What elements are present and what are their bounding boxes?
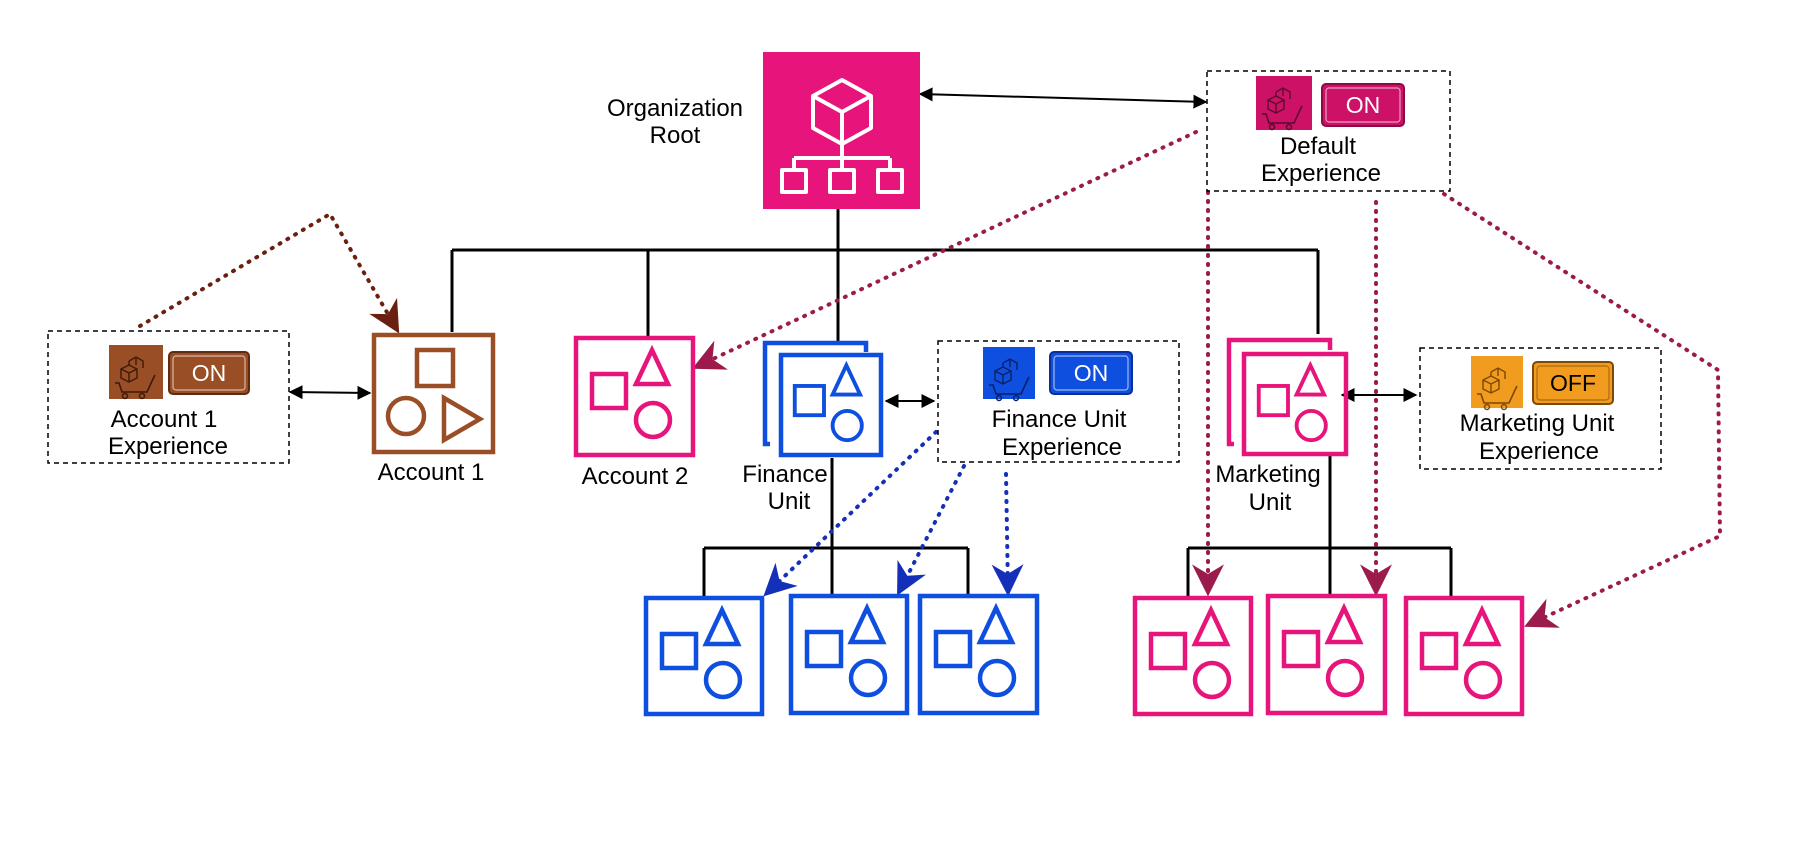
account1-experience-border <box>47 330 290 464</box>
account1-experience-toggle[interactable]: ON <box>168 351 250 395</box>
organizational-unit-stacked-icon <box>792 363 864 443</box>
default-experience-border <box>1206 70 1451 192</box>
account-shapes-icon <box>1422 610 1500 697</box>
marketing-experience-toggle-label: OFF <box>1550 370 1596 396</box>
account-shapes-icon <box>1284 608 1362 695</box>
marketing-unit-back-tile <box>1226 337 1333 447</box>
cart-cubes-icon <box>1256 76 1312 131</box>
finance-to-child2-arrow <box>897 464 966 596</box>
association-arrows <box>288 87 1418 408</box>
marketing-experience-border <box>1419 347 1662 470</box>
account1-experience-label-line2: Experience <box>108 433 228 460</box>
finance-experience-toggle[interactable]: ON <box>1049 351 1133 395</box>
account1-experience-box[interactable]: ON Account 1 Experience <box>47 330 290 464</box>
finance-to-child3-arrow <box>991 472 1024 597</box>
marketing-child-account-2-tile <box>1265 593 1388 716</box>
marketing-unit-label-line1: Marketing <box>1215 461 1320 488</box>
finance-experience-toggle-label: ON <box>1074 360 1109 386</box>
finance-experience-label-line2: Experience <box>1002 434 1122 461</box>
finance-unit-node[interactable]: Finance Unit <box>742 340 884 515</box>
finance-experience-border <box>937 340 1180 463</box>
default-to-account2-arrow <box>692 130 1198 370</box>
account-shapes-icon <box>936 608 1014 695</box>
marketing-child-account-1-tile <box>1132 595 1254 717</box>
cart-cubes-icon <box>983 347 1035 402</box>
tree-connectors <box>450 208 1453 598</box>
account1-label: Account 1 <box>378 459 485 486</box>
finance-child-account-2[interactable] <box>788 593 910 716</box>
account1-tile <box>371 332 496 455</box>
account1-experience-label-line1: Account 1 <box>111 406 218 433</box>
marketing-experience-box[interactable]: OFF Marketing Unit Experience <box>1419 347 1662 470</box>
marketing-unit-label-line2: Unit <box>1249 489 1292 516</box>
account1-experience-arrow <box>288 385 372 400</box>
marketing-unit-tile <box>1241 351 1349 457</box>
finance-child-account-1-tile <box>643 595 765 717</box>
marketing-unit-node[interactable]: Marketing Unit <box>1215 337 1349 516</box>
root-default-experience-arrow <box>918 87 1208 109</box>
inheritance-arrows <box>138 130 1723 628</box>
default-experience-label-line1: Default <box>1280 133 1356 160</box>
account2-tile <box>573 335 696 458</box>
finance-child-account-3[interactable] <box>917 593 1040 716</box>
organization-root-label-line2: Root <box>650 122 701 149</box>
account-shapes-icon <box>662 610 740 697</box>
default-to-marketing-child3-arrow <box>1442 192 1723 628</box>
finance-unit-tile <box>778 352 884 458</box>
finance-child-account-3-tile <box>917 593 1040 716</box>
default-experience-label-line2: Experience <box>1261 160 1381 187</box>
cart-cubes-icon <box>1471 356 1523 411</box>
organization-root[interactable]: Organization Root <box>607 52 920 209</box>
account-shapes-icon <box>592 350 670 437</box>
marketing-child-account-3-tile <box>1403 595 1525 717</box>
account2-label: Account 2 <box>582 463 689 490</box>
marketing-experience-label-line1: Marketing Unit <box>1460 410 1615 437</box>
marketing-experience-toggle[interactable]: OFF <box>1532 361 1614 405</box>
account2-node[interactable]: Account 2 <box>573 335 696 490</box>
account-shapes-icon <box>1151 610 1229 697</box>
marketing-child-account-2[interactable] <box>1265 593 1388 716</box>
account1-experience-to-account1-arrow <box>138 211 400 334</box>
finance-experience-box[interactable]: ON Finance Unit Experience <box>937 340 1180 463</box>
finance-child-account-2-tile <box>788 593 910 716</box>
finance-to-child1-arrow <box>763 430 938 597</box>
finance-unit-label-line1: Finance <box>742 461 827 488</box>
default-experience-toggle-label: ON <box>1346 92 1381 118</box>
default-experience-toggle[interactable]: ON <box>1321 83 1405 127</box>
account-shapes-icon <box>385 347 485 444</box>
marketing-child-account-3[interactable] <box>1403 595 1525 717</box>
marketing-experience-label-line2: Experience <box>1479 438 1599 465</box>
account1-node[interactable]: Account 1 <box>371 332 496 486</box>
account1-experience-toggle-label: ON <box>192 360 227 386</box>
cart-cubes-icon <box>109 345 163 400</box>
organization-root-label-line1: Organization <box>607 95 743 122</box>
finance-unit-label-line2: Unit <box>768 488 811 515</box>
organizational-unit-stacked-icon <box>1256 363 1328 443</box>
organizations-cube-hierarchy-icon <box>780 78 904 194</box>
finance-experience-label-line1: Finance Unit <box>992 406 1127 433</box>
default-experience-box[interactable]: ON Default Experience <box>1206 70 1451 192</box>
finance-child-account-1[interactable] <box>643 595 765 717</box>
marketing-child-account-1[interactable] <box>1132 595 1254 717</box>
account-shapes-icon <box>807 608 885 695</box>
finance-unit-back-tile <box>762 340 869 447</box>
